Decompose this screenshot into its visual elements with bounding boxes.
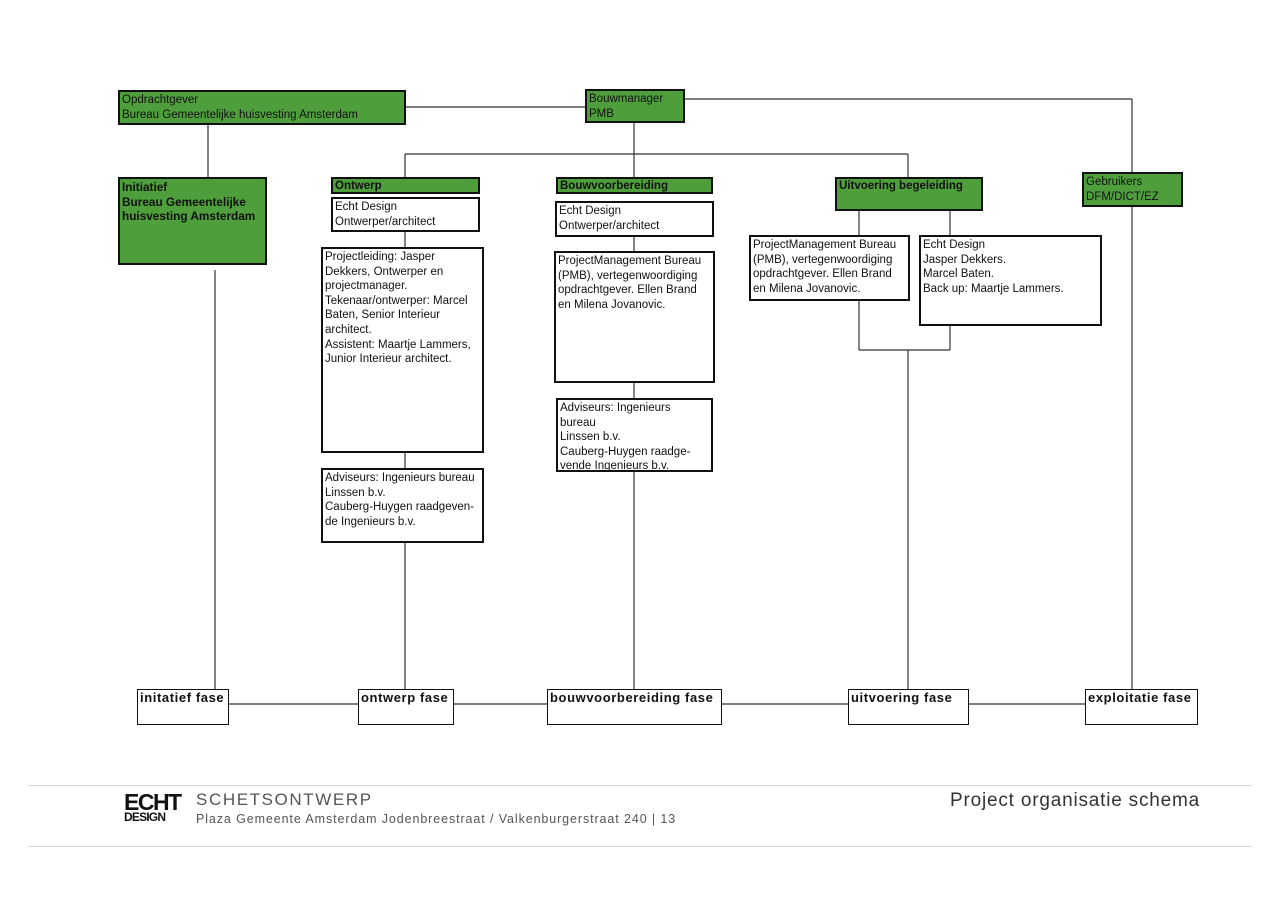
bouwmanager-box: Bouwmanager PMB [585,89,685,123]
ontwerp-echt-design-box: Echt Design Ontwerper/architect [331,197,480,232]
initiatief-box: Initiatief Bureau Gemeentelijke huisvest… [118,177,267,265]
phase-initiatief: initatief fase [137,689,229,725]
ontwerp-projectleiding-box: Projectleiding: Jasper Dekkers, Ontwerpe… [321,247,484,453]
bouw-pmb-box: ProjectManagement Bureau (PMB), vertegen… [554,251,715,383]
footer-subtitle: Plaza Gemeente Amsterdam Jodenbreestraat… [196,812,677,826]
opdrachtgever-box: Opdrachtgever Bureau Gemeentelijke huisv… [118,90,406,125]
page-title: Project organisatie schema [950,790,1200,811]
uitvoering-echt-design-box: Echt Design Jasper Dekkers. Marcel Baten… [919,235,1102,326]
bouw-adviseurs-box: Adviseurs: Ingenieurs bureau Linssen b.v… [556,398,713,472]
ontwerp-header: Ontwerp [331,177,480,194]
phase-exploitatie: exploitatie fase [1085,689,1198,725]
bouw-echt-design-box: Echt Design Ontwerper/architect [555,201,714,237]
gebruikers-box: Gebruikers DFM/DICT/EZ [1082,172,1183,207]
uitvoering-pmb-box: ProjectManagement Bureau (PMB), vertegen… [749,235,910,301]
bouwvoorbereiding-header: Bouwvoorbereiding [556,177,713,194]
uitvoering-header: Uitvoering begeleiding [835,177,983,211]
ontwerp-adviseurs-box: Adviseurs: Ingenieurs bureau Linssen b.v… [321,468,484,543]
logo-line-1: ECHT [124,789,182,815]
footer-top-rule [28,785,1252,786]
logo-line-2: DESIGN [124,810,166,824]
phase-ontwerp: ontwerp fase [358,689,454,725]
echt-design-logo: ECHT DESIGN [124,789,182,824]
phase-uitvoering: uitvoering fase [848,689,969,725]
footer-title: SCHETSONTWERP [196,790,373,809]
footer-bottom-rule [28,846,1252,847]
phase-bouwvoorbereiding: bouwvoorbereiding fase [547,689,722,725]
